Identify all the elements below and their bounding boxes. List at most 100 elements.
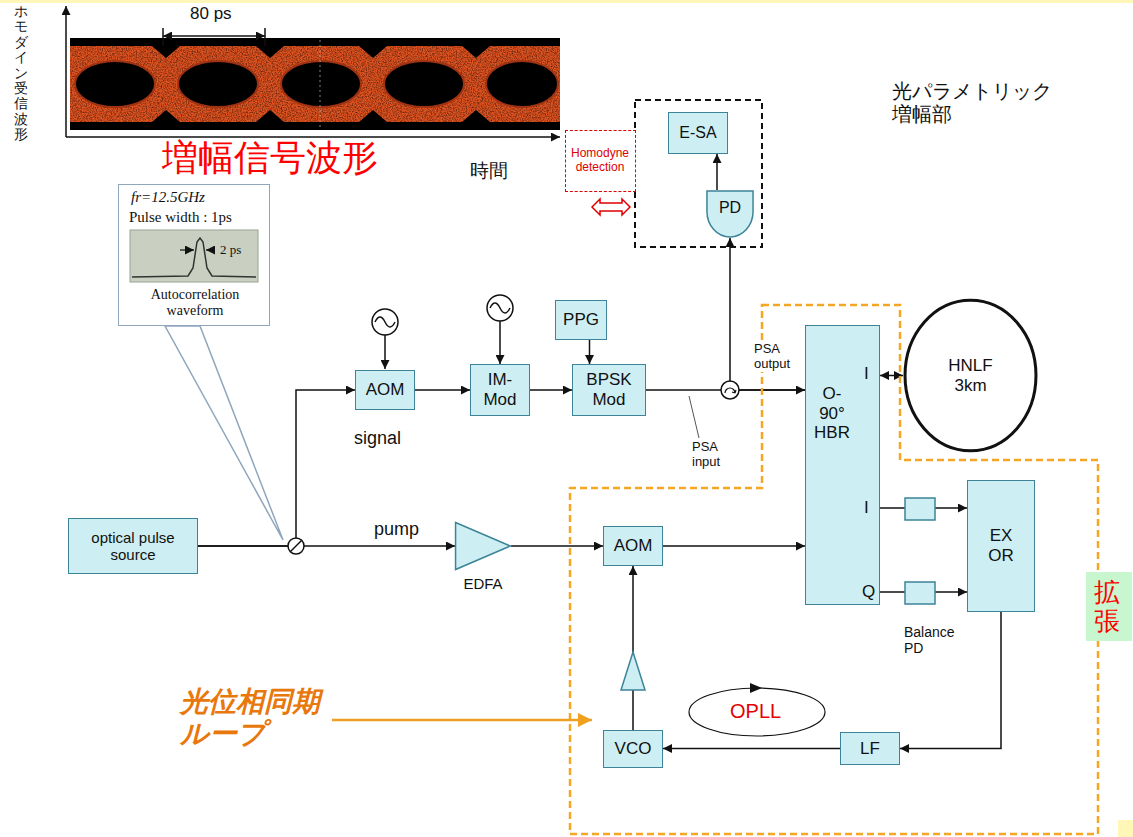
box-label: VCO (615, 739, 652, 759)
eye-opening (486, 61, 558, 107)
autocorrelation-trace (132, 238, 256, 277)
box-label: HNLF 3km (946, 356, 996, 395)
autocorrelation-photo (130, 230, 258, 282)
signal-path (198, 545, 455, 547)
eye-opening (75, 61, 155, 107)
loop-arrowhead (750, 683, 762, 693)
logic-box: EX OR (967, 480, 1035, 612)
eye-gap (462, 46, 490, 58)
sine-symbol (375, 317, 395, 327)
width-arrow (206, 249, 215, 250)
eye-opening (384, 61, 464, 107)
loop-outline (905, 300, 1036, 450)
amplifier-symbol (621, 652, 645, 690)
box-label: AOM (614, 536, 653, 556)
eye-gap (462, 110, 490, 122)
signal-path (530, 389, 572, 391)
rf-source (372, 309, 398, 335)
pointer-arrow (328, 719, 592, 722)
box-label: I (864, 498, 869, 518)
rf-source (487, 295, 513, 321)
signal-path (730, 238, 805, 390)
signal-path (663, 545, 805, 547)
splitter-symbol (288, 538, 304, 554)
eye-gap (152, 46, 180, 58)
analyzer-box: E-SA (668, 112, 728, 154)
modulator-box: AOM (603, 526, 663, 566)
box-label: BPSK Mod (583, 370, 635, 409)
amplifier-triangle-outline (455, 522, 511, 570)
box-label: E-SA (679, 124, 716, 142)
box-label: Pulse width : 1ps (129, 209, 232, 226)
eye-gap (256, 46, 284, 58)
signal-path (716, 154, 718, 190)
signal-path (589, 340, 591, 364)
callout-pointer (165, 326, 283, 540)
box-label: LF (860, 739, 880, 759)
signal-path (415, 389, 470, 391)
annotation: 光位相同期 ループ (178, 686, 332, 750)
signal-path (900, 612, 1001, 749)
axis-label: 時間 (468, 160, 510, 182)
corner-mark (1118, 820, 1133, 837)
triangle-outline (456, 522, 511, 569)
x-axis (66, 136, 560, 138)
signal-path (663, 748, 840, 750)
sine-symbol (490, 303, 510, 313)
box-label: Autocorrelation waveform (130, 287, 260, 319)
box-label: Q (862, 582, 875, 602)
photodiode: PD (706, 190, 754, 238)
port-label: PSA input (690, 440, 738, 470)
callout-box: fr=12.5GHzPulse width : 1ps2 psAutocorre… (118, 184, 270, 326)
box-label: PPG (563, 310, 599, 330)
circulator-symbol (725, 388, 736, 393)
detection-box: Homodyne detection (565, 130, 636, 192)
modulator-box: AOM (355, 370, 415, 410)
modulator-box: IM- Mod (470, 364, 530, 416)
drive-wire (384, 335, 386, 369)
amplifier-triangle: EDFA (455, 522, 511, 592)
path-label: signal (352, 428, 403, 449)
drive-wire (499, 321, 501, 364)
component-label: Balance PD (902, 624, 966, 656)
detection-group (635, 100, 762, 247)
signal-path (632, 566, 634, 730)
box-label: EX OR (985, 526, 1017, 565)
eye-opening (281, 61, 361, 107)
dimension-label: 80 ps (188, 4, 234, 24)
leader-line (689, 396, 699, 438)
box-label: PD (719, 199, 741, 217)
eye-gap (359, 110, 387, 122)
circulator-symbol (721, 381, 739, 399)
width-arrow (180, 249, 194, 250)
section-label: 光パラメトリック 増幅部 (890, 80, 1069, 126)
box-label: optical pulse source (77, 529, 189, 564)
oscillator-box: VCO (603, 730, 663, 768)
eye-gap (152, 110, 180, 122)
splitter-symbol (290, 540, 302, 552)
dimension-arrow (163, 35, 265, 37)
cut-off-note: 拡張 (1086, 572, 1132, 641)
dimension-tick (162, 28, 164, 46)
dimension-tick (264, 28, 266, 46)
box-label: EDFA (463, 575, 502, 592)
center-marker (320, 40, 321, 128)
box-label: I (864, 364, 869, 384)
y-axis (65, 6, 67, 137)
equivalence-arrow (592, 199, 630, 215)
signal-path (511, 545, 603, 547)
pattern-generator-box: PPG (555, 300, 607, 340)
eye-noise (70, 46, 560, 122)
header-band (0, 0, 1133, 3)
box-label: Homodyne detection (569, 147, 632, 175)
fiber-loop: HNLF 3km (903, 298, 1038, 453)
box-label: AOM (366, 380, 405, 400)
loop-symbol (689, 688, 825, 736)
port-label: PSA output (752, 342, 802, 372)
box-label: O- 90° HBR (810, 384, 854, 443)
box-label: 2 ps (220, 243, 241, 258)
box-label: IM- Mod (480, 370, 520, 409)
eye-opening (178, 61, 258, 107)
filter-box: LF (840, 732, 900, 765)
eye-gap (256, 110, 284, 122)
